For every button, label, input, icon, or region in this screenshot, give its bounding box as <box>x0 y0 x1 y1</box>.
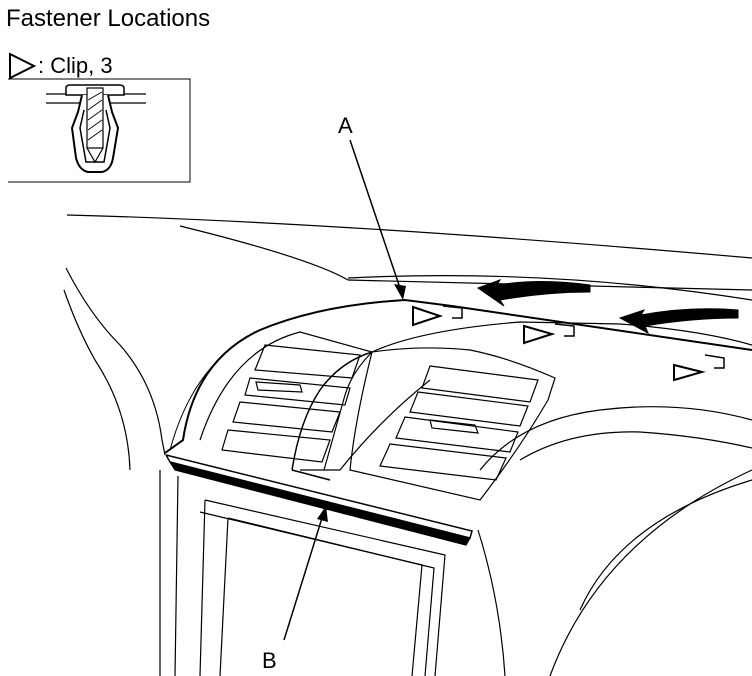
label-b: B <box>262 648 277 673</box>
right-vent <box>349 347 556 501</box>
clip-detail-icon <box>65 84 125 173</box>
arrow-left-icon <box>618 308 739 335</box>
clip-inset <box>8 78 191 183</box>
label-a: A <box>338 113 353 138</box>
legend: : Clip, 3 <box>9 52 113 80</box>
page-title: Fastener Locations <box>6 5 210 32</box>
clip-triangle-icon <box>673 363 706 382</box>
callout-b: B <box>262 506 328 673</box>
clip-markers <box>412 305 725 382</box>
vent-panel <box>164 298 752 546</box>
removal-arrows <box>476 279 739 335</box>
display-panel <box>159 470 446 676</box>
left-vent <box>221 344 361 463</box>
clip-triangle-icon <box>523 324 556 345</box>
legend-text: : Clip, 3 <box>38 53 113 78</box>
clip-triangle-icon <box>9 52 37 80</box>
dashboard-outline <box>63 214 752 676</box>
arrow-left-icon <box>476 279 591 307</box>
clip-triangle-icon <box>412 305 444 327</box>
callout-a: A <box>338 113 406 300</box>
